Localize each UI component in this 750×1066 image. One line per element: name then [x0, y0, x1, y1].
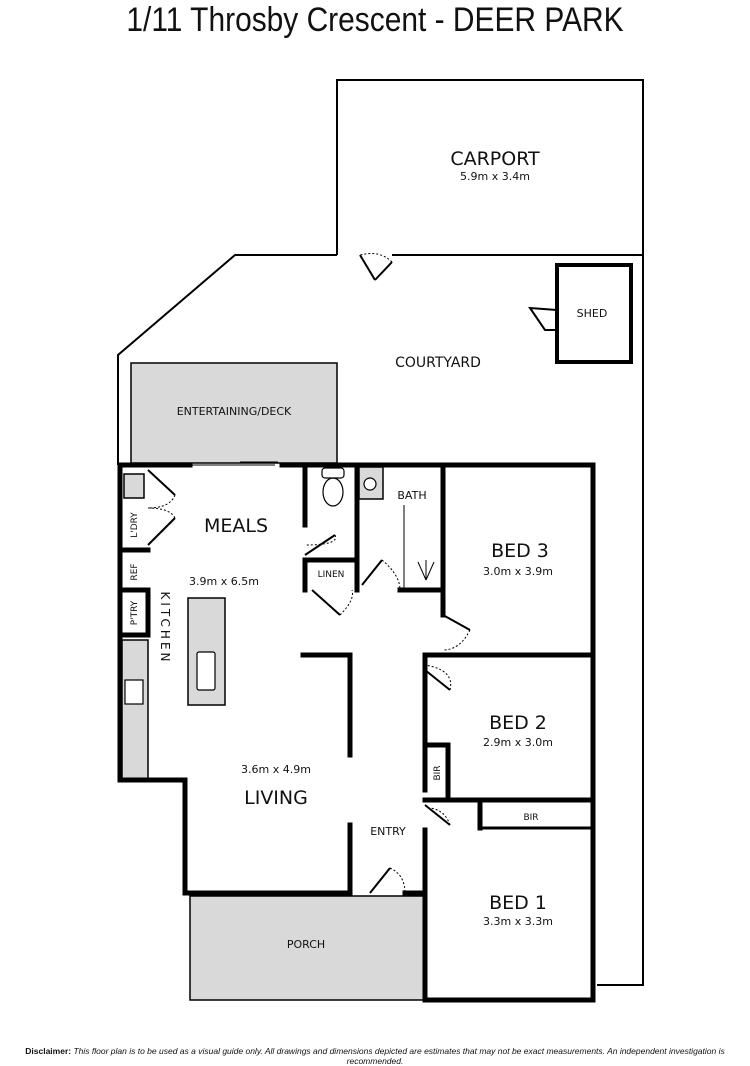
deck-area — [130, 362, 338, 464]
kitchen-bench — [121, 639, 149, 781]
porch-label: PORCH — [287, 938, 325, 951]
courtyard-label: COURTYARD — [395, 355, 481, 371]
living-label: LIVING — [244, 787, 308, 809]
laundry-tub — [123, 473, 145, 499]
porch-area — [189, 895, 426, 1001]
bed1-label: BED 1 — [489, 892, 547, 914]
disclaimer: Disclaimer: This floor plan is to be use… — [0, 1046, 750, 1066]
carport-size: 5.9m x 3.4m — [460, 170, 530, 183]
bath-label: BATH — [397, 489, 426, 502]
ref-label: REF — [130, 563, 140, 580]
pantry-label: P'TRY — [130, 600, 140, 625]
linen-label: LINEN — [318, 570, 345, 580]
entry-label: ENTRY — [370, 825, 406, 838]
bed3-label: BED 3 — [491, 540, 549, 562]
disclaimer-text: This floor plan is to be used as a visua… — [73, 1046, 725, 1066]
carport-label: CARPORT — [450, 148, 540, 170]
laundry-label: L'DRY — [130, 512, 140, 538]
bed1-size: 3.3m x 3.3m — [483, 915, 553, 928]
bed2-size: 2.9m x 3.0m — [483, 736, 553, 749]
cooktop-icon — [124, 679, 144, 705]
bed3-size: 3.0m x 3.9m — [483, 565, 553, 578]
meals-label: MEALS — [204, 515, 268, 537]
shed-label: SHED — [577, 307, 608, 320]
sink-icon — [196, 651, 216, 691]
bir2-label: BIR — [433, 765, 443, 780]
kitchen-label: KITCHEN — [158, 592, 172, 665]
meals-size: 3.9m x 6.5m — [189, 575, 259, 588]
disclaimer-label: Disclaimer: — [25, 1046, 72, 1056]
shed-walls — [555, 263, 633, 364]
bed2-label: BED 2 — [489, 712, 547, 734]
bir1-label: BIR — [523, 813, 538, 823]
deck-label: ENTERTAINING/DECK — [177, 405, 292, 418]
page-title: 1/11 Throsby Crescent - DEER PARK — [126, 1, 624, 39]
toilet-icon — [322, 477, 344, 507]
living-size: 3.6m x 4.9m — [241, 763, 311, 776]
